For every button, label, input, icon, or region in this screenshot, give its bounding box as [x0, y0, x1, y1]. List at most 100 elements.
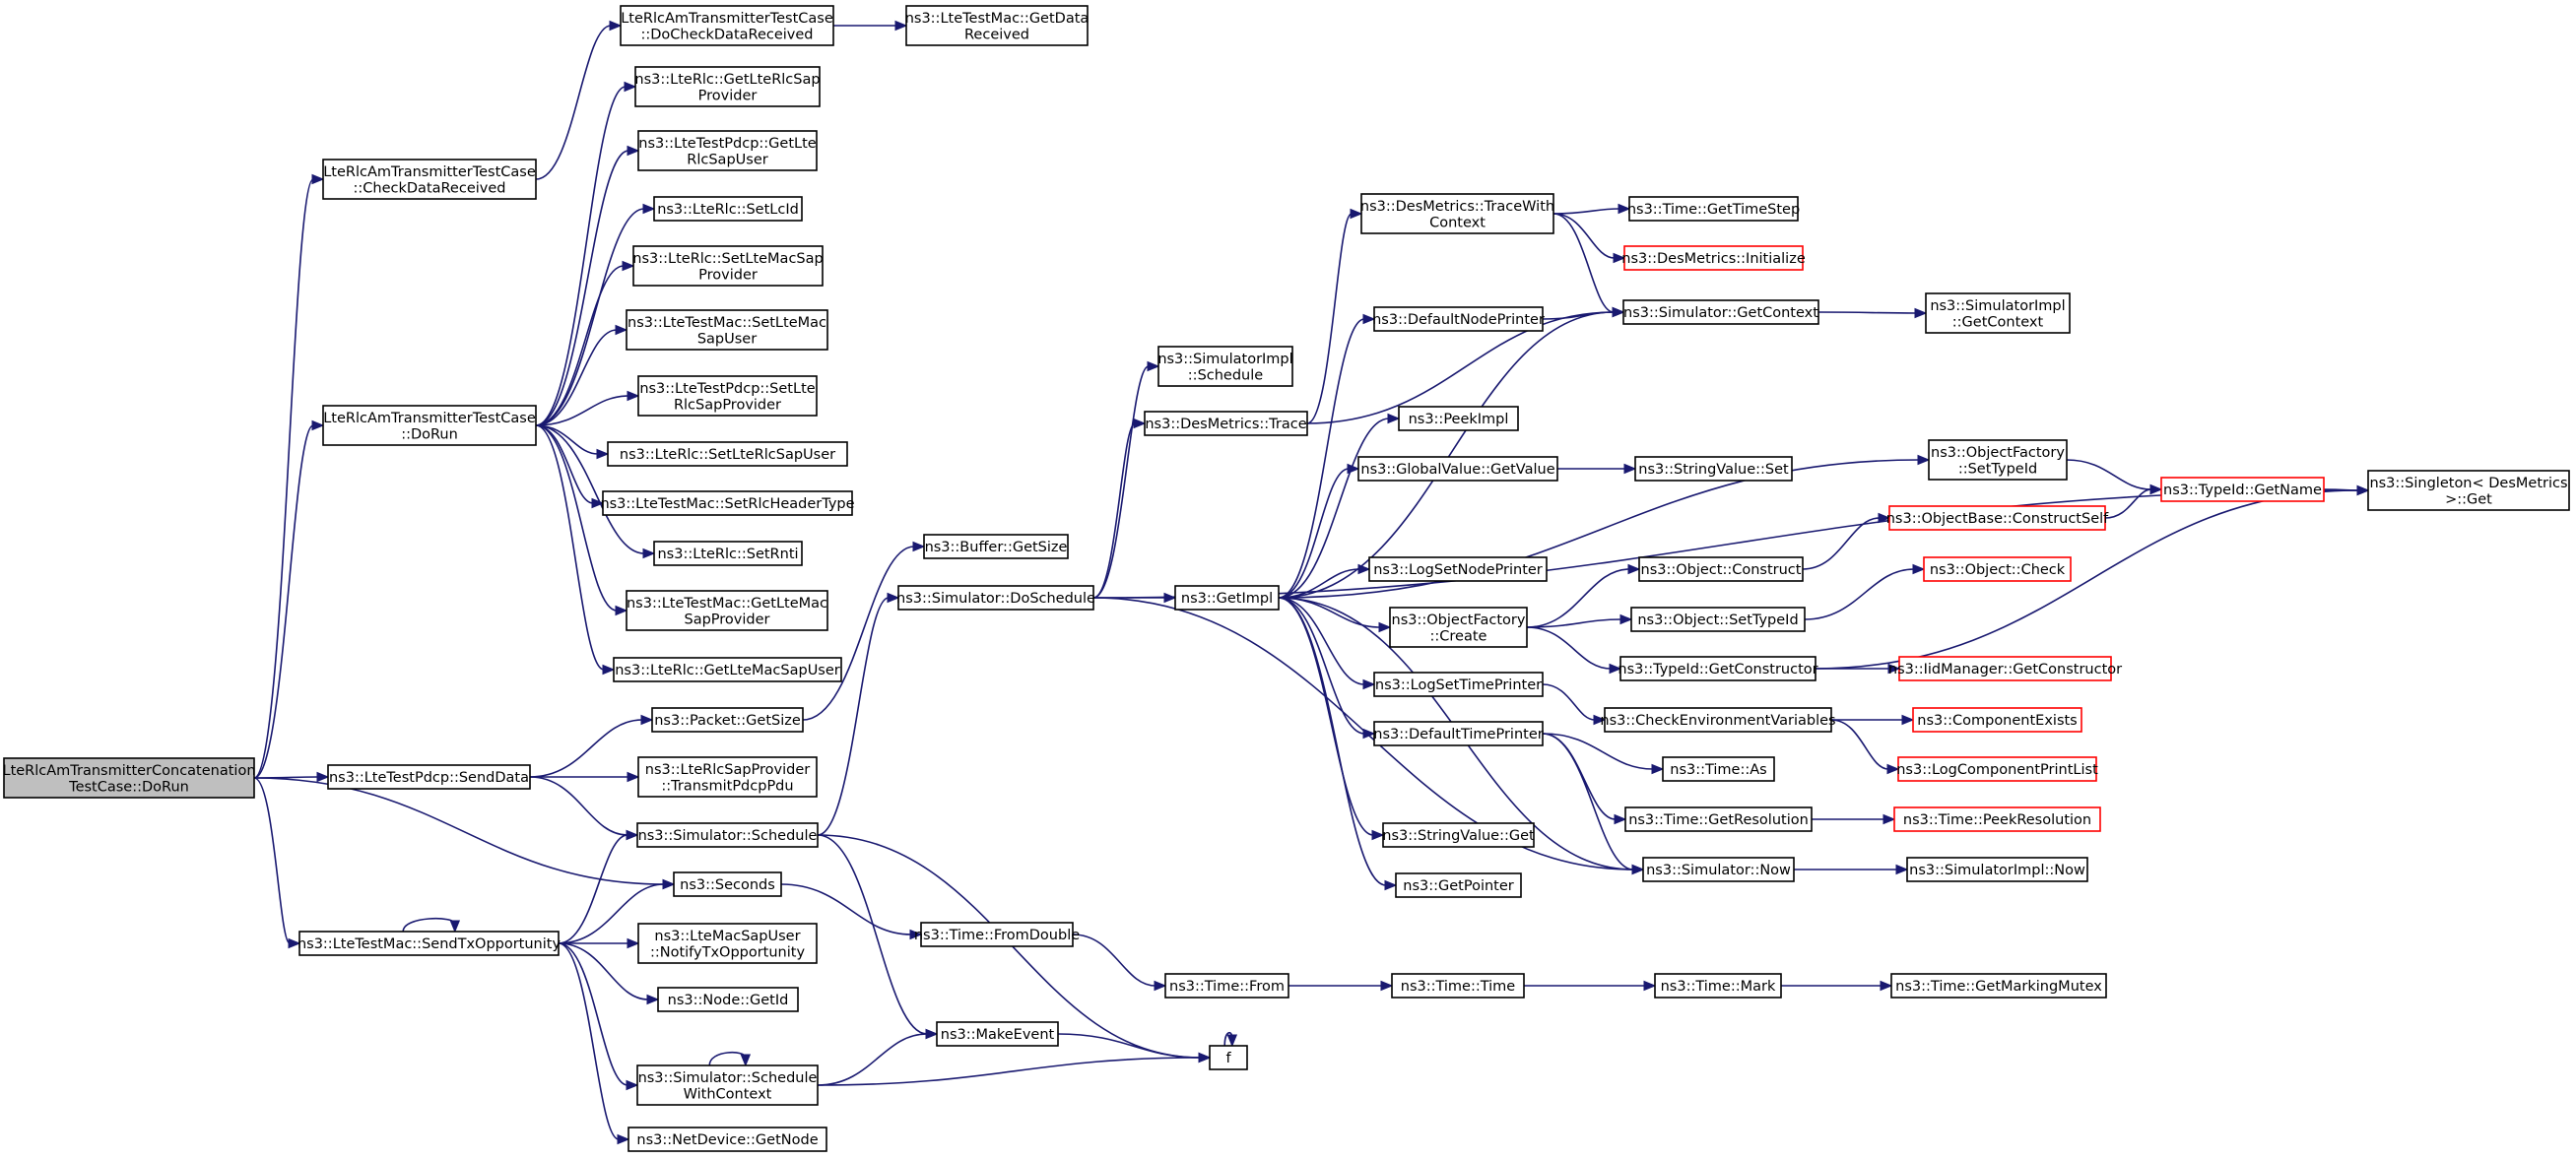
node-label-line: ns3::Object::Construct [1641, 562, 1802, 578]
node-def-node-printer[interactable]: ns3::DefaultNodePrinter [1372, 306, 1545, 332]
node-label-line: ns3::Time::GetTimeStep [1627, 202, 1800, 218]
edge-time-time-to-time-mark [1524, 980, 1657, 992]
node-rlc-get-mac-sap-user[interactable]: ns3::LteRlc::GetLteMacSapUser [613, 657, 842, 682]
node-label-line: ns3::Time::Time [1401, 979, 1516, 995]
node-sim-impl-schedule[interactable]: ns3::SimulatorImpl::Schedule [1157, 346, 1293, 387]
node-sim-do-schedule[interactable]: ns3::Simulator::DoSchedule [896, 585, 1095, 611]
node-time-as[interactable]: ns3::Time::As [1662, 756, 1775, 782]
node-box [1209, 1045, 1248, 1070]
node-log-comp-print[interactable]: ns3::LogComponentPrintList [1896, 756, 2098, 782]
node-pdcp-send[interactable]: ns3::LteTestPdcp::SendData [327, 764, 531, 790]
node-tid-get-ctor[interactable]: ns3::TypeId::GetConstructor [1618, 656, 1818, 681]
node-label-line: ns3::LteRlc::SetRnti [657, 547, 798, 562]
edge-sched-with-ctx-to-f [817, 1052, 1212, 1086]
node-label-line: ns3::PeekImpl [1409, 412, 1509, 427]
node-label-line: ns3::Object::Check [1930, 562, 2066, 578]
node-seconds[interactable]: ns3::Seconds [673, 871, 782, 897]
node-sim-impl-get-ctx[interactable]: ns3::SimulatorImpl::GetContext [1925, 292, 2071, 334]
node-sim-impl-now[interactable]: ns3::SimulatorImpl::Now [1906, 857, 2088, 882]
node-box [637, 923, 818, 964]
node-make-event[interactable]: ns3::MakeEvent [936, 1021, 1059, 1047]
node-time-from-double[interactable]: ns3::Time::FromDouble [914, 922, 1080, 947]
node-obj-construct[interactable]: ns3::Object::Construct [1638, 556, 1804, 582]
node-rlc-set-sap-user[interactable]: ns3::LteRlc::SetLteRlcSapUser [607, 441, 848, 467]
node-peek-impl[interactable]: ns3::PeekImpl [1398, 406, 1519, 431]
node-rlc-set-rnti[interactable]: ns3::LteRlc::SetRnti [653, 541, 803, 566]
node-time-get-mutex[interactable]: ns3::Time::GetMarkingMutex [1890, 973, 2107, 999]
node-time-mark[interactable]: ns3::Time::Mark [1654, 973, 1782, 999]
node-label-line: TestCase::DoRun [68, 779, 189, 795]
node-obj-check[interactable]: ns3::Object::Check [1923, 556, 2072, 582]
node-label-line: ns3::SimulatorImpl::Now [1909, 863, 2085, 878]
node-label-line: ns3::Buffer::GetSize [925, 540, 1068, 555]
node-log-set-node[interactable]: ns3::LogSetNodePrinter [1368, 556, 1548, 582]
node-rlc-set-lc-id[interactable]: ns3::LteRlc::SetLcId [653, 196, 803, 222]
node-sim-now[interactable]: ns3::Simulator::Now [1642, 857, 1795, 882]
node-box [923, 534, 1069, 559]
node-buffer-get-size[interactable]: ns3::Buffer::GetSize [923, 534, 1069, 559]
node-label-line: ns3::ObjectBase::ConstructSelf [1886, 511, 2109, 527]
node-time-get-res[interactable]: ns3::Time::GetResolution [1624, 806, 1813, 832]
node-obj-base-construct-self[interactable]: ns3::ObjectBase::ConstructSelf [1886, 505, 2109, 531]
node-box [1144, 411, 1308, 436]
node-check-data[interactable]: LteRlcAmTransmitterTestCase::CheckDataRe… [322, 159, 537, 200]
node-time-peek-res[interactable]: ns3::Time::PeekResolution [1893, 806, 2101, 832]
node-time-from[interactable]: ns3::Time::From [1164, 973, 1289, 999]
node-box [1897, 756, 2097, 782]
edge-obj-fact-create-to-tid-get-ctor [1526, 626, 1622, 675]
node-box [1622, 299, 1819, 325]
node-transmit-pdu[interactable]: ns3::LteRlcSapProvider::TransmitPdcpPdu [637, 756, 818, 798]
node-t-do-run[interactable]: LteRlcAmTransmitterTestCase::DoRun [322, 405, 537, 446]
node-do-check-data[interactable]: LteRlcAmTransmitterTestCase::DoCheckData… [620, 5, 834, 46]
node-def-time-printer[interactable]: ns3::DefaultTimePrinter [1373, 721, 1544, 746]
node-label-line: SapProvider [685, 612, 770, 627]
node-packet-get-size[interactable]: ns3::Packet::GetSize [651, 707, 804, 733]
node-tid-get-name[interactable]: ns3::TypeId::GetName [2160, 477, 2325, 502]
node-singleton-get[interactable]: ns3::Singleton< DesMetrics >::Get [2367, 470, 2570, 511]
node-check-env[interactable]: ns3::CheckEnvironmentVariables [1600, 707, 1836, 733]
node-f[interactable]: f [1209, 1045, 1248, 1070]
node-root[interactable]: LteRlcAmTransmitterConcatenationTestCase… [2, 757, 256, 799]
node-get-pointer[interactable]: ns3::GetPointer [1395, 872, 1522, 898]
node-sim-schedule[interactable]: ns3::Simulator::Schedule [636, 822, 819, 848]
node-sim-get-context[interactable]: ns3::Simulator::GetContext [1622, 299, 1819, 325]
node-obj-set-tid[interactable]: ns3::Object::SetTypeId [1630, 607, 1806, 632]
node-get-impl[interactable]: ns3::GetImpl [1174, 585, 1280, 611]
node-get-time-step[interactable]: ns3::Time::GetTimeStep [1627, 196, 1800, 222]
node-iid-get-ctor[interactable]: ns3::IidManager::GetConstructor [1888, 656, 2122, 681]
node-node-get-id[interactable]: ns3::Node::GetId [657, 987, 799, 1012]
node-des-init[interactable]: ns3::DesMetrics::Initialize [1621, 245, 1806, 271]
node-box [602, 490, 853, 516]
node-label-line: Context [1429, 215, 1486, 230]
edge-mac-send-tx-to-sim-schedule [558, 829, 639, 944]
node-box [1373, 672, 1544, 697]
edge-root-to-seconds [253, 777, 676, 890]
node-log-set-time[interactable]: ns3::LogSetTimePrinter [1373, 672, 1544, 697]
node-time-time[interactable]: ns3::Time::Time [1391, 973, 1525, 999]
node-mac-send-tx[interactable]: ns3::LteTestMac::SendTxOpportunity [297, 931, 561, 956]
node-label-line: ns3::StringValue::Set [1638, 462, 1789, 478]
node-mac-set-hdr[interactable]: ns3::LteTestMac::SetRlcHeaderType [600, 490, 855, 516]
node-sv-get[interactable]: ns3::StringValue::Get [1382, 822, 1535, 848]
node-label-line: ns3::Simulator::Schedule [638, 1070, 818, 1086]
node-net-dev-get-node[interactable]: ns3::NetDevice::GetNode [627, 1127, 827, 1152]
node-gv-get-value[interactable]: ns3::GlobalValue::GetValue [1357, 456, 1558, 482]
node-label-line: ns3::CheckEnvironmentVariables [1600, 713, 1835, 729]
node-comp-exists[interactable]: ns3::ComponentExists [1912, 707, 2082, 733]
node-box [1164, 973, 1289, 999]
node-notify-tx[interactable]: ns3::LteMacSapUser::NotifyTxOpportunity [637, 923, 818, 964]
node-sv-set[interactable]: ns3::StringValue::Set [1634, 456, 1793, 482]
node-obj-fact-set-tid[interactable]: ns3::ObjectFactory::SetTypeId [1928, 439, 2068, 481]
node-box [637, 756, 818, 798]
node-des-trace[interactable]: ns3::DesMetrics::Trace [1144, 411, 1308, 436]
node-obj-fact-create[interactable]: ns3::ObjectFactory::Create [1389, 607, 1528, 648]
